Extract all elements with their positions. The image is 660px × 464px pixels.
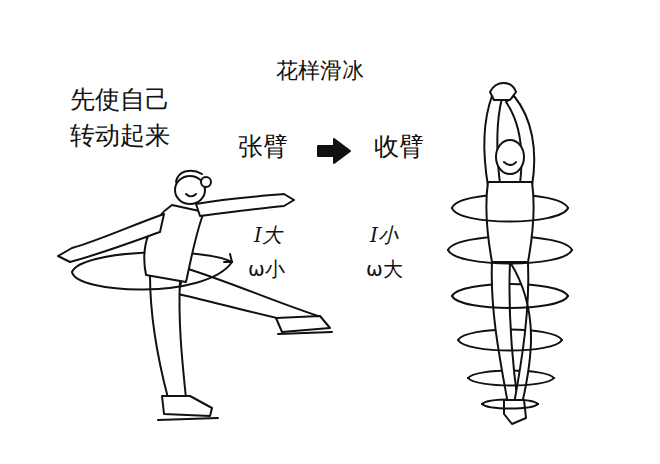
- spin-lines: [448, 208, 572, 409]
- diagram-title: 花样滑冰: [276, 56, 364, 86]
- right-skater: [485, 83, 535, 424]
- orbit-arrow: [224, 254, 232, 262]
- rotation-orbit: [72, 262, 232, 290]
- pose-label: 张臂: [238, 130, 288, 164]
- left-skater: [58, 171, 332, 420]
- transition-arrow: [318, 139, 350, 163]
- angular-speed-label: ω小: [248, 256, 285, 283]
- angular-speed-label: ω大: [366, 256, 403, 283]
- inertia-label: I小: [370, 222, 398, 249]
- inertia-label: I大: [254, 222, 282, 249]
- pose-label: 收臂: [374, 130, 424, 164]
- instruction-note: 先使自己 转动起来: [70, 82, 180, 155]
